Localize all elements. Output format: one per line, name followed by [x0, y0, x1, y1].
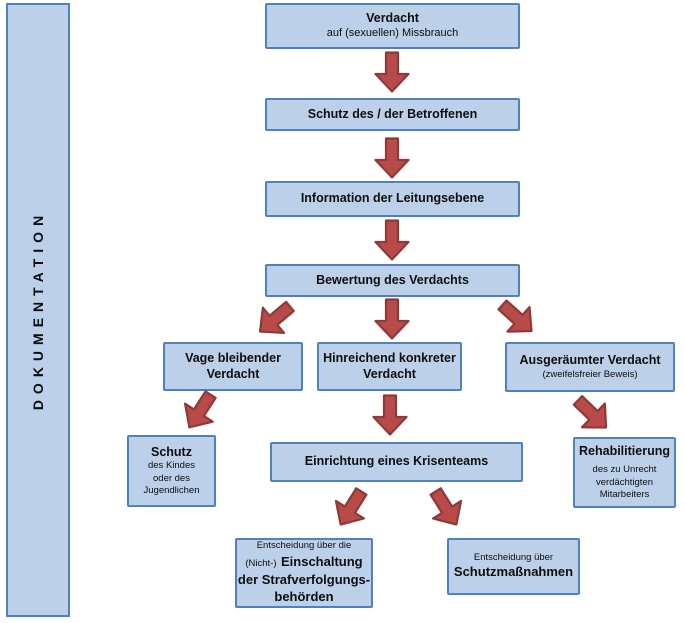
node-verdacht: Verdacht auf (sexuellen) Missbrauch: [265, 3, 520, 49]
node-rehabilitierung-line1: des zu Unrecht: [592, 464, 657, 476]
node-strafverfolgung: Entscheidung über die (Nicht-) Einschalt…: [235, 538, 373, 608]
node-hinreichend-verdacht: Hinreichend konkreter Verdacht: [317, 342, 462, 391]
arrow-down-icon: [372, 394, 408, 436]
node-schutz-betroffene-title: Schutz des / der Betroffenen: [307, 106, 478, 121]
arrow-down-icon: [374, 219, 410, 261]
documentation-bar-label: DOKUMENTATION: [30, 209, 47, 411]
node-schutz-kind-line2: oder des: [153, 472, 190, 484]
node-krisenteam: Einrichtung eines Krisenteams: [270, 442, 523, 482]
node-rehabilitierung-line2: verdächtigten: [595, 476, 654, 488]
node-strafverfolgung-line4: behörden: [274, 589, 334, 605]
node-schutz-kind: Schutz des Kindes oder des Jugendlichen: [127, 435, 216, 507]
arrow-down-left-icon: [173, 384, 226, 439]
node-krisenteam-title: Einrichtung eines Krisenteams: [304, 454, 489, 469]
node-vage-line1: Vage bleibender: [185, 350, 281, 365]
node-verdacht-title: Verdacht: [366, 11, 419, 26]
node-bewertung-title: Bewertung des Verdachts: [316, 272, 469, 287]
node-vage-verdacht: Vage bleibender Verdacht: [163, 342, 303, 391]
node-strafverfolgung-line2-bold: Einschaltung: [280, 554, 363, 570]
node-schutzmassnahmen-line2: Schutzmaßnahmen: [453, 564, 574, 580]
node-ausgeraeumter-verdacht: Ausgeräumter Verdacht (zweifelsfreier Be…: [505, 342, 675, 392]
node-schutz-betroffene: Schutz des / der Betroffenen: [265, 98, 520, 131]
arrow-down-left-icon: [247, 292, 302, 347]
node-rehabilitierung-title: Rehabilitierung: [579, 443, 670, 458]
node-strafverfolgung-line3: der Strafverfolgungs-: [237, 572, 371, 588]
node-rehabilitierung-line3: Mitarbeiters: [599, 488, 650, 500]
arrow-down-icon: [374, 51, 410, 93]
arrow-down-right-icon: [420, 481, 473, 536]
node-schutz-kind-line1: des Kindes: [147, 460, 195, 472]
arrow-down-icon: [374, 298, 410, 340]
documentation-bar: DOKUMENTATION: [6, 3, 70, 617]
node-schutz-kind-line3: Jugendlichen: [143, 484, 200, 496]
node-strafverfolgung-line2: (Nicht-) Einschaltung: [245, 552, 362, 572]
node-ausgeraeumt-title: Ausgeräumter Verdacht: [519, 353, 661, 368]
node-information-leitungsebene: Information der Leitungsebene: [265, 181, 520, 217]
node-hinreichend-line2: Verdacht: [363, 366, 416, 381]
node-schutzmassnahmen: Entscheidung über Schutzmaßnahmen: [447, 538, 580, 595]
arrow-down-right-icon: [564, 386, 619, 441]
node-verdacht-subtitle: auf (sexuellen) Missbrauch: [326, 26, 459, 39]
node-strafverfolgung-line2-prefix: (Nicht-): [245, 558, 277, 570]
node-information-title: Information der Leitungsebene: [300, 191, 485, 206]
node-rehabilitierung: Rehabilitierung des zu Unrecht verdächti…: [573, 437, 676, 508]
arrow-down-left-icon: [325, 481, 378, 536]
node-strafverfolgung-line1: Entscheidung über die: [256, 539, 352, 551]
node-bewertung-verdacht: Bewertung des Verdachts: [265, 264, 520, 297]
node-vage-line2: Verdacht: [206, 366, 260, 381]
node-hinreichend-line1: Hinreichend konkreter: [323, 350, 456, 365]
node-ausgeraeumt-subtitle: (zweifelsfreier Beweis): [542, 368, 638, 380]
arrow-down-icon: [374, 137, 410, 179]
node-schutz-kind-title: Schutz: [151, 444, 192, 459]
node-schutzmassnahmen-line1: Entscheidung über: [473, 551, 554, 563]
arrow-down-right-icon: [489, 291, 544, 346]
